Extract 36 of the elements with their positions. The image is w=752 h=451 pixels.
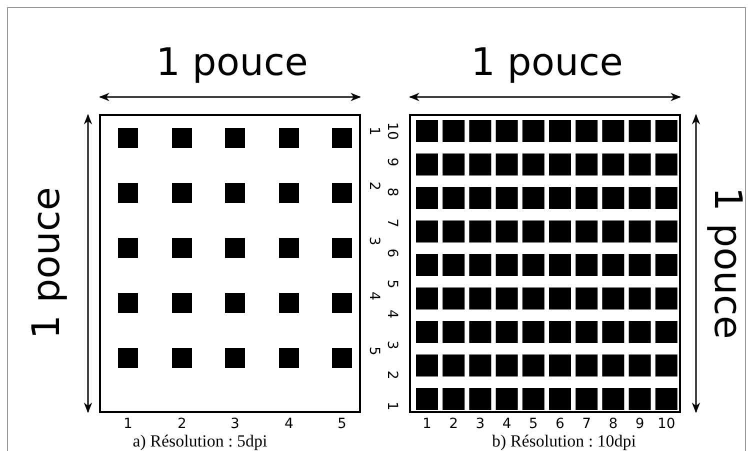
column-number: 1 (124, 417, 132, 431)
row-number: 4 (385, 310, 399, 318)
row-number: 6 (385, 248, 399, 258)
column-number: 5 (338, 417, 346, 431)
row-number: 3 (385, 340, 399, 349)
dimension-label: 1 pouce (27, 187, 65, 339)
column-number: 5 (528, 417, 538, 431)
column-number: 2 (178, 417, 186, 431)
row-number: 10 (385, 122, 399, 140)
row-number: 5 (367, 346, 381, 356)
row-number: 1 (367, 126, 381, 136)
row-number: 9 (385, 157, 399, 166)
column-number: 3 (476, 417, 485, 431)
column-number: 2 (449, 417, 458, 431)
caption: a) Résolution : 5dpi (132, 432, 268, 450)
column-number: 4 (502, 417, 512, 431)
row-number: 5 (385, 279, 399, 288)
column-number: 3 (230, 417, 240, 431)
column-number: 9 (635, 417, 644, 431)
dimension-label: 1 pouce (471, 43, 623, 81)
row-number: 3 (367, 236, 381, 246)
column-number: 8 (608, 417, 618, 431)
column-number: 4 (284, 417, 294, 431)
row-number: 4 (367, 292, 381, 300)
row-number: 8 (385, 188, 399, 196)
dimension-label: 1 pouce (156, 43, 308, 81)
dimension-label: 1 pouce (709, 187, 747, 339)
column-number: 6 (556, 417, 564, 431)
column-number: 10 (657, 417, 676, 431)
caption: b) Résolution : 10dpi (492, 432, 636, 450)
column-number: 1 (422, 417, 432, 431)
row-number: 7 (385, 218, 399, 227)
row-number: 1 (385, 401, 399, 410)
row-number: 2 (385, 370, 399, 380)
row-number: 2 (367, 182, 381, 190)
column-number: 7 (582, 417, 592, 431)
